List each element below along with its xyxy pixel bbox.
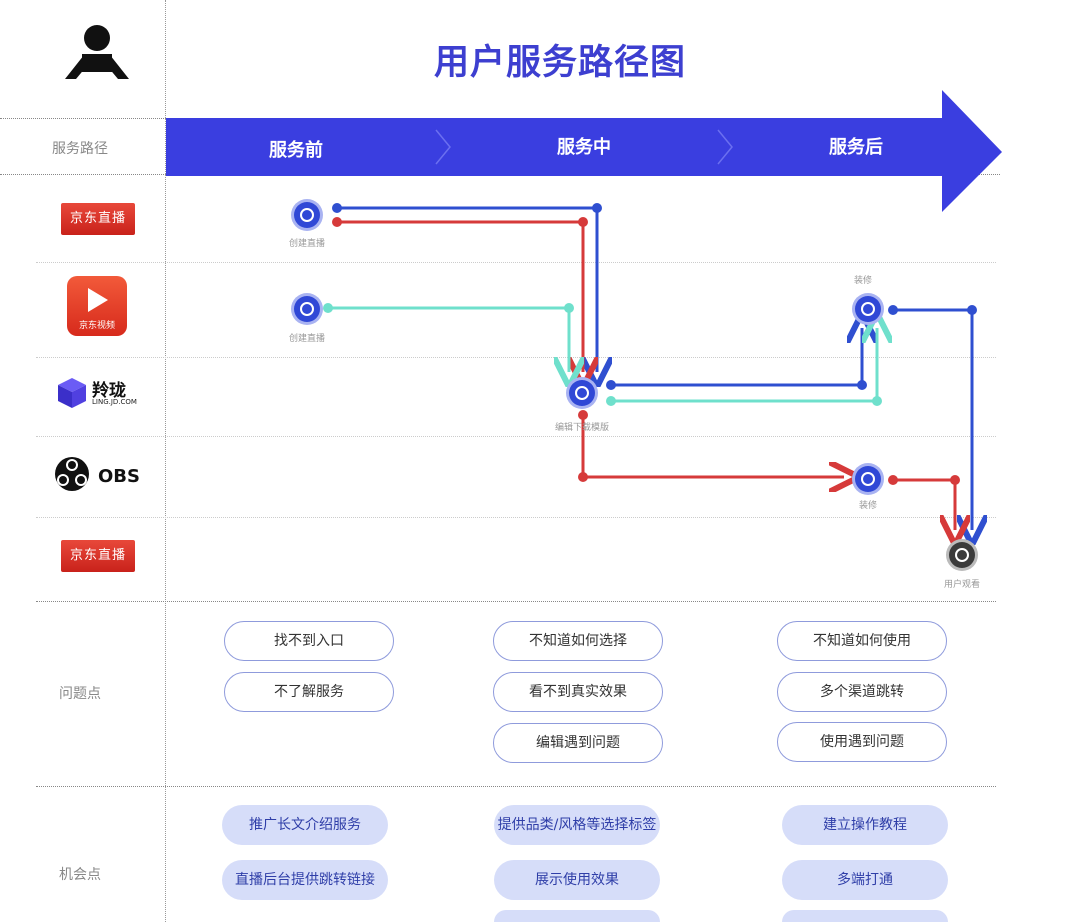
obs-logo: OBS (54, 456, 154, 492)
row-divider (36, 357, 996, 358)
problem-pill: 找不到入口 (224, 621, 394, 661)
node-label: 用户观看 (943, 580, 980, 590)
obs-name: OBS (98, 466, 140, 487)
row-divider (0, 118, 166, 119)
opportunity-pill-partial (494, 910, 660, 922)
flow-red-2 (581, 415, 844, 477)
node-create-live-2 (294, 296, 320, 322)
flow-blue-1 (337, 206, 597, 372)
flow-teal-1 (328, 306, 569, 372)
node-label: 装修 (853, 276, 872, 286)
linglong-logo: 羚珑 LING.JD.COM (56, 376, 156, 410)
problem-pill: 多个渠道跳转 (777, 672, 947, 712)
problem-pill: 看不到真实效果 (493, 672, 663, 712)
jd-video-label: 京东视频 (78, 321, 115, 331)
node-create-live-1 (294, 202, 320, 228)
flow-blue-3 (893, 308, 972, 530)
node-decorate-2 (855, 466, 881, 492)
problem-pill: 不了解服务 (224, 672, 394, 712)
user-icon (65, 25, 129, 79)
phase-before: 服务前 (269, 140, 323, 161)
opportunity-pill-partial (782, 910, 948, 922)
problem-pill: 编辑遇到问题 (493, 723, 663, 763)
linglong-domain: LING.JD.COM (92, 398, 137, 406)
phase-during: 服务中 (557, 137, 611, 158)
opportunity-pill: 建立操作教程 (782, 805, 948, 845)
flow-red-1 (337, 220, 583, 372)
node-label: 创建直播 (288, 334, 325, 344)
opportunity-pill: 多端打通 (782, 860, 948, 900)
jd-live-logo-2: 京东直播 (61, 540, 135, 572)
opportunity-pill: 推广长文介绍服务 (222, 805, 388, 845)
node-label: 装修 (858, 501, 877, 511)
row-divider (36, 262, 996, 263)
jd-live-logo: 京东直播 (61, 203, 135, 235)
row-label-opportunities: 机会点 (59, 867, 101, 883)
node-label: 编辑下载模版 (554, 423, 609, 433)
node-edit-template (569, 380, 595, 406)
flow-blue-2 (611, 328, 862, 387)
flow-teal-2 (611, 328, 877, 403)
row-divider (36, 786, 996, 787)
opportunity-pill: 提供品类/风格等选择标签 (494, 805, 660, 845)
opportunity-pill: 展示使用效果 (494, 860, 660, 900)
opportunity-pill: 直播后台提供跳转链接 (222, 860, 388, 900)
row-divider (36, 601, 996, 602)
phase-after: 服务后 (829, 137, 883, 158)
node-decorate-1 (855, 296, 881, 322)
play-icon (88, 288, 108, 312)
row-divider (36, 436, 996, 437)
column-divider (165, 0, 166, 922)
row-label-problems: 问题点 (59, 686, 101, 702)
node-user-watch (949, 542, 975, 568)
service-path-arrow (166, 90, 1002, 212)
row-divider (36, 517, 996, 518)
obs-icon (55, 457, 89, 491)
page-title: 用户服务路径图 (433, 43, 686, 83)
linglong-name: 羚珑 (92, 381, 126, 401)
cube-icon (58, 378, 86, 408)
problem-pill: 不知道如何选择 (493, 621, 663, 661)
jd-video-logo: 京东视频 (67, 276, 127, 336)
row-label-path: 服务路径 (52, 141, 108, 157)
problem-pill: 使用遇到问题 (777, 722, 947, 762)
node-label: 创建直播 (288, 239, 325, 249)
problem-pill: 不知道如何使用 (777, 621, 947, 661)
